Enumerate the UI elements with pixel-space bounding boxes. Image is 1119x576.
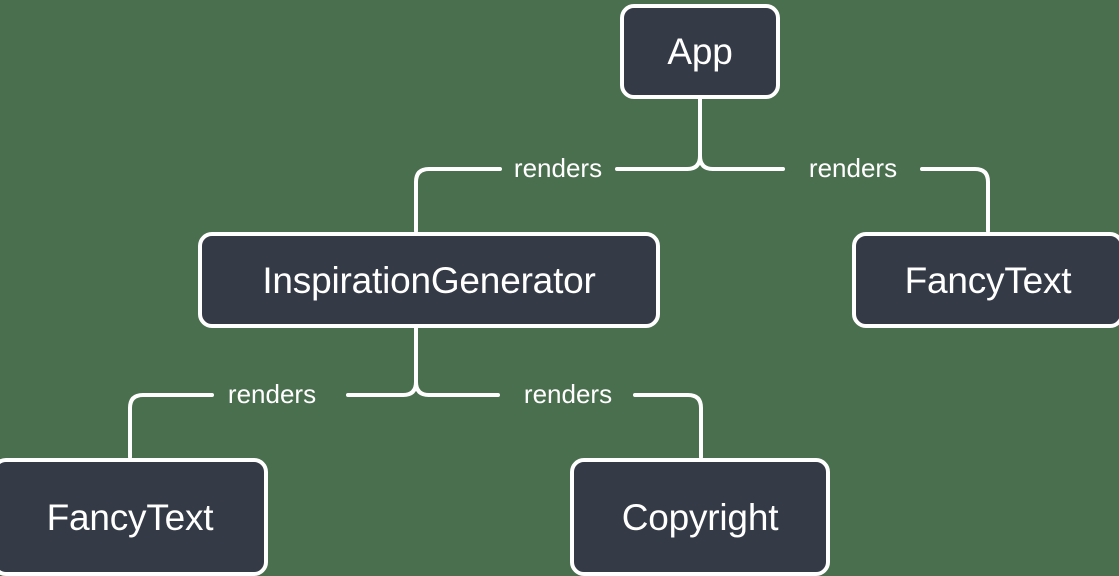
component-tree-diagram: renders renders renders renders App Insp…	[0, 4, 1119, 576]
edge-app-to-inspgen-branch	[414, 167, 689, 233]
node-fancy-text-right[interactable]: FancyText	[852, 232, 1119, 328]
node-fancy-text-left[interactable]: FancyText	[0, 458, 268, 576]
node-app[interactable]: App	[620, 4, 780, 99]
edge-inspgen-to-copyright-stem	[414, 327, 431, 397]
node-inspiration-generator-label: InspirationGenerator	[262, 259, 596, 301]
node-fancy-text-right-label: FancyText	[904, 259, 1072, 301]
node-app-label: App	[667, 31, 733, 72]
edge-inspgen-to-fancyleft-branch	[128, 393, 405, 459]
edge-inspgen-to-copyright-branch	[427, 393, 703, 459]
diagram-edges-layer: renders renders renders renders	[128, 97, 990, 459]
edge-label-app-to-inspgen: renders	[514, 153, 602, 183]
edge-app-to-fancyright-branch	[711, 167, 990, 233]
node-fancy-text-left-label: FancyText	[46, 496, 214, 538]
edge-label-app-to-fancyright: renders	[809, 153, 897, 183]
edge-label-inspgen-to-copyright: renders	[524, 379, 612, 409]
node-copyright-label: Copyright	[621, 496, 779, 538]
node-inspiration-generator[interactable]: InspirationGenerator	[198, 232, 660, 328]
edge-app-to-fancyright-stem	[698, 97, 715, 171]
edge-label-inspgen-to-fancyleft: renders	[228, 379, 316, 409]
node-copyright[interactable]: Copyright	[570, 458, 830, 576]
